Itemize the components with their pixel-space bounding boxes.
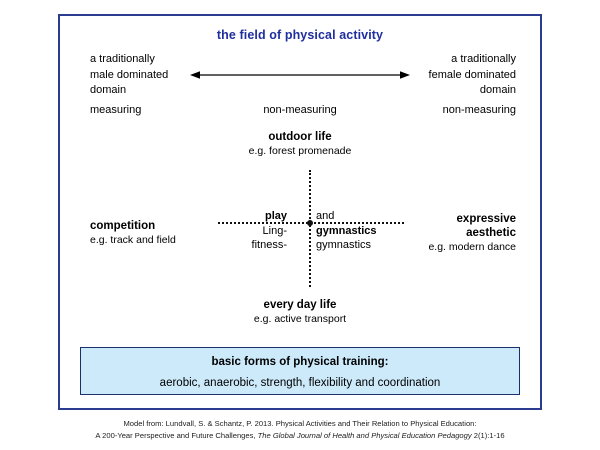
centre-left-labels: play Ling- fitness- (167, 209, 287, 253)
diagram-frame: the field of physical activity a traditi… (58, 14, 542, 410)
quadrant-right: expressive aesthetic e.g. modern dance (428, 212, 516, 254)
centre-right-labels: and gymnastics gymnastics (316, 209, 446, 253)
quadrant-left-example: e.g. track and field (90, 234, 176, 246)
centre-left-line-3: fitness- (251, 239, 287, 251)
dotted-vertical-axis (309, 170, 311, 287)
pole-left-label: a traditionally male dominated domain (90, 52, 168, 99)
measuring-center-label: non-measuring (263, 104, 337, 116)
pole-left-line-2: male dominated (90, 68, 169, 81)
diagram-title: the field of physical activity (216, 28, 384, 42)
citation-line-2-prefix: A 200-Year Perspective and Future Challe… (95, 430, 258, 440)
pole-right-line-2: female dominated (428, 68, 516, 81)
quadrant-left: competition e.g. track and field (90, 219, 176, 247)
pole-left-line-3: domain (90, 84, 127, 96)
pole-right-line-1: a traditionally (451, 53, 516, 65)
citation-footer: Model from: Lundvall, S. & Schantz, P. 2… (0, 418, 600, 441)
citation-journal-title: The Global Journal of Health and Physica… (257, 430, 472, 440)
basic-forms-box: basic forms of physical training: aerobi… (80, 347, 520, 395)
quadrant-top: outdoor life e.g. forest promenade (60, 130, 540, 158)
pole-left-line-1: a traditionally (90, 53, 155, 65)
citation-line-2: A 200-Year Perspective and Future Challe… (0, 430, 600, 442)
quadrant-bottom: every day life e.g. active transport (60, 298, 540, 326)
measuring-right-label: non-measuring (442, 104, 516, 116)
quadrant-bottom-heading: every day life (263, 299, 337, 311)
double-headed-arrow-icon (190, 71, 410, 79)
citation-line-1: Model from: Lundvall, S. & Schantz, P. 2… (123, 419, 477, 428)
quadrant-top-heading: outdoor life (268, 131, 332, 143)
quadrant-right-heading-line-1: expressive (456, 213, 516, 225)
pole-right-line-3: domain (479, 84, 516, 96)
centre-right-line-2: gymnastics (316, 224, 377, 237)
quadrant-right-example: e.g. modern dance (428, 241, 516, 253)
quadrant-right-heading-line-2: aesthetic (466, 227, 516, 239)
basic-forms-subtitle: aerobic, anaerobic, strength, flexibilit… (159, 377, 441, 389)
quadrant-top-example: e.g. forest promenade (248, 145, 352, 157)
axis-centre-dot (307, 220, 313, 226)
centre-right-line-1: and (316, 210, 335, 222)
centre-left-line-2: Ling- (262, 224, 287, 237)
centre-right-line-3: gymnastics (316, 239, 372, 251)
basic-forms-title: basic forms of physical training: (211, 356, 389, 368)
quadrant-left-heading: competition (90, 220, 156, 232)
quadrant-bottom-example: e.g. active transport (253, 313, 347, 325)
pole-right-label: a traditionally female dominated domain (429, 52, 516, 99)
measuring-left-label: measuring (90, 104, 142, 116)
centre-left-line-1: play (264, 210, 287, 222)
citation-line-2-suffix: 2(1):1-16 (471, 430, 505, 440)
